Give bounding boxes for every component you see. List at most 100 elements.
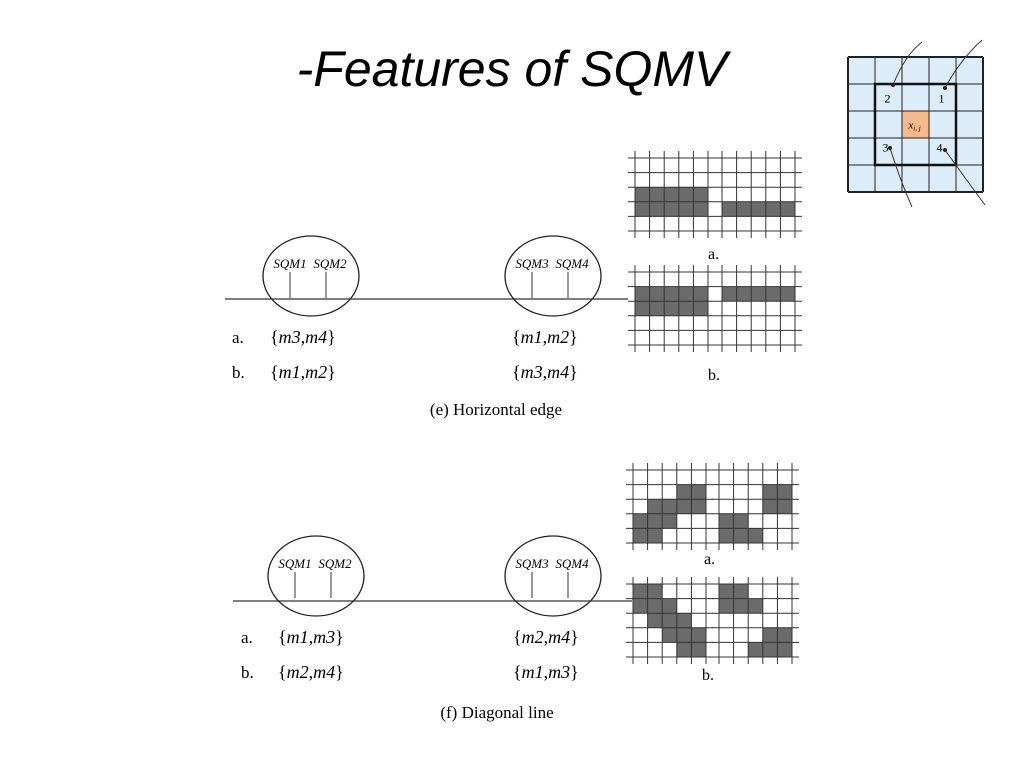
pattern-cell [662, 627, 677, 643]
pattern-cell [762, 499, 778, 514]
pattern-cell [647, 613, 663, 628]
pattern-cell [647, 499, 663, 514]
pattern-cell [719, 584, 734, 599]
quadrant-label-2: 2 [885, 92, 891, 106]
pattern-cell [748, 528, 763, 543]
pattern-cell [635, 201, 650, 217]
pattern-cell [733, 513, 749, 529]
pattern-cell [691, 642, 706, 657]
row-a-right-set: {m2,m4} [513, 627, 579, 647]
row-a-left-set: {m3,m4} [270, 327, 336, 347]
pattern-cell [762, 484, 778, 500]
pattern-cell [780, 286, 795, 302]
inner-block-border [873, 82, 958, 167]
arrow-line [944, 149, 986, 206]
sqm-label: SQM2 [313, 256, 347, 271]
row-b-right-set: {m3,m4} [512, 362, 578, 382]
pattern-grid [712, 463, 799, 550]
pattern-cell [762, 627, 778, 643]
arrow-line [889, 147, 913, 208]
row-label-b: b. [232, 363, 245, 382]
pattern-cell [765, 286, 781, 302]
pattern-grid [626, 577, 713, 664]
pattern-cell [691, 627, 706, 643]
section-caption: (e) Horizontal edge [430, 400, 562, 419]
pattern-cell [647, 513, 663, 529]
pattern-cell [635, 187, 650, 202]
pattern-cell [762, 642, 778, 657]
pattern-cell [777, 642, 792, 657]
pattern-cell [633, 528, 648, 543]
pattern-cell [777, 627, 792, 643]
pattern-cell [647, 528, 663, 543]
sqm-ellipse [504, 535, 602, 617]
sqm-label: SQM4 [555, 256, 589, 271]
pattern-cell [664, 301, 679, 316]
sqm-label: SQM1 [273, 256, 306, 271]
pattern-cell [633, 598, 648, 614]
sqm-ellipse [262, 235, 360, 317]
slide-title: -Features of SQMV [296, 41, 728, 97]
arrow-head [888, 146, 892, 150]
pattern-cell [733, 528, 749, 543]
sqm-label: SQM3 [515, 556, 549, 571]
pattern-label-b: b. [708, 367, 720, 384]
row-label-a: a. [232, 328, 244, 347]
pattern-label-b: b. [702, 667, 714, 684]
pattern-cell [736, 201, 752, 217]
pattern-cell [693, 201, 708, 217]
sqm-group-left: SQM1 SQM2 [267, 535, 365, 617]
row-b-right-set: {m1,m3} [513, 662, 579, 682]
pattern-cell [736, 286, 752, 302]
pattern-cell [719, 528, 734, 543]
pattern-cell [633, 584, 648, 599]
row-b-left-set: {m2,m4} [278, 662, 344, 682]
pattern-label-a: a. [708, 246, 719, 263]
row-a-right-set: {m1,m2} [512, 327, 578, 347]
sqm-ellipse [504, 235, 602, 317]
arrow-head [943, 148, 947, 152]
pattern-cell [649, 187, 665, 202]
row-label-a: a. [241, 628, 253, 647]
pattern-cell [765, 201, 781, 217]
pattern-cell [649, 301, 665, 316]
pattern-cell [647, 584, 663, 599]
pattern-cell [676, 627, 692, 643]
pattern-grid [628, 265, 715, 352]
pattern-cell [691, 484, 706, 500]
pattern-cell [780, 201, 795, 217]
quadrant-label-3: 3 [883, 141, 889, 155]
pattern-cell [691, 499, 706, 514]
sqm-label: SQM1 [278, 556, 311, 571]
pattern-cell [676, 484, 692, 500]
sqm-label: SQM2 [318, 556, 352, 571]
pattern-cell [777, 499, 792, 514]
quadrant-label-4: 4 [937, 141, 943, 155]
arrow-head [891, 83, 895, 87]
pattern-cell [676, 642, 692, 657]
pattern-cell [693, 301, 708, 316]
pattern-cell [777, 484, 792, 500]
pattern-cell [751, 201, 766, 217]
pattern-cell [678, 187, 694, 202]
pattern-cell [635, 286, 650, 302]
pattern-cell [662, 499, 677, 514]
center-pixel [902, 111, 929, 138]
pattern-cell [662, 513, 677, 529]
pattern-cell [664, 201, 679, 217]
pattern-cell [662, 598, 677, 614]
pattern-cell [676, 499, 692, 514]
pattern-cell [678, 301, 694, 316]
row-a-left-set: {m1,m3} [278, 627, 344, 647]
sqm-ellipse [267, 535, 365, 617]
pattern-cell [635, 301, 650, 316]
quadrant-label-1: 1 [939, 92, 945, 106]
arrow-head [943, 86, 947, 90]
pattern-cell [633, 513, 648, 529]
pattern-cell [733, 584, 749, 599]
pattern-cell [719, 513, 734, 529]
